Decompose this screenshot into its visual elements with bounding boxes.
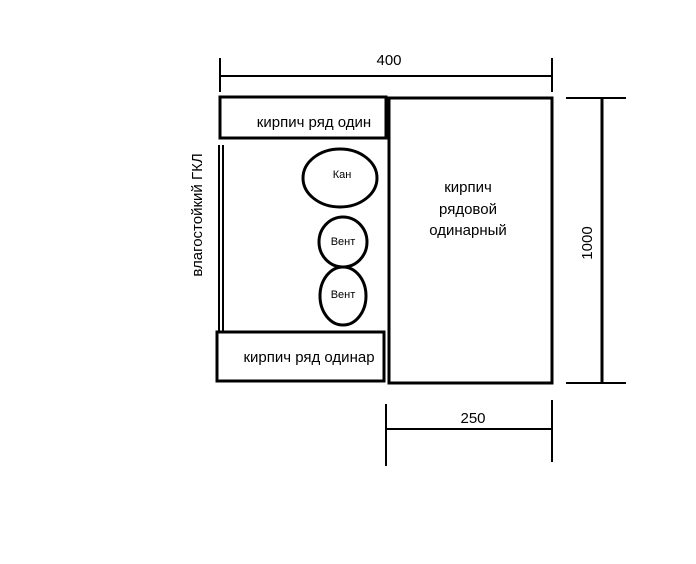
dimension-bottom-label: 250 — [460, 410, 485, 427]
brick-row-top: кирпич ряд один — [218, 95, 388, 140]
pipe-vent-1: Вент — [317, 215, 369, 269]
pipe-kan: Кан — [301, 147, 379, 209]
brick-row-top-label: кирпич ряд один — [257, 114, 371, 131]
gkl-label: влагостойкий ГКЛ — [189, 153, 206, 276]
brick-wall-main-line1: кирпич — [444, 179, 492, 196]
brick-row-bottom-label: кирпич ряд одинар — [243, 349, 374, 366]
pipe-vent-2-label: Вент — [331, 289, 356, 301]
pipe-vent-1-label: Вент — [331, 236, 356, 248]
dimension-bottom: 250 — [385, 400, 553, 466]
pipe-kan-label: Кан — [333, 169, 352, 181]
dimension-right: 1000 — [566, 97, 626, 384]
pipe-vent-2: Вент — [318, 265, 368, 327]
brick-wall-main: кирпич рядовой одинарный — [387, 96, 554, 385]
brick-wall-main-line2: рядовой — [439, 201, 497, 218]
dimension-top: 400 — [219, 52, 553, 92]
brick-wall-main-line3: одинарный — [429, 222, 507, 239]
dimension-right-label: 1000 — [579, 226, 596, 259]
brick-row-bottom: кирпич ряд одинар — [215, 330, 386, 383]
gkl-partition: влагостойкий ГКЛ — [189, 145, 224, 332]
dimension-top-label: 400 — [376, 52, 401, 69]
